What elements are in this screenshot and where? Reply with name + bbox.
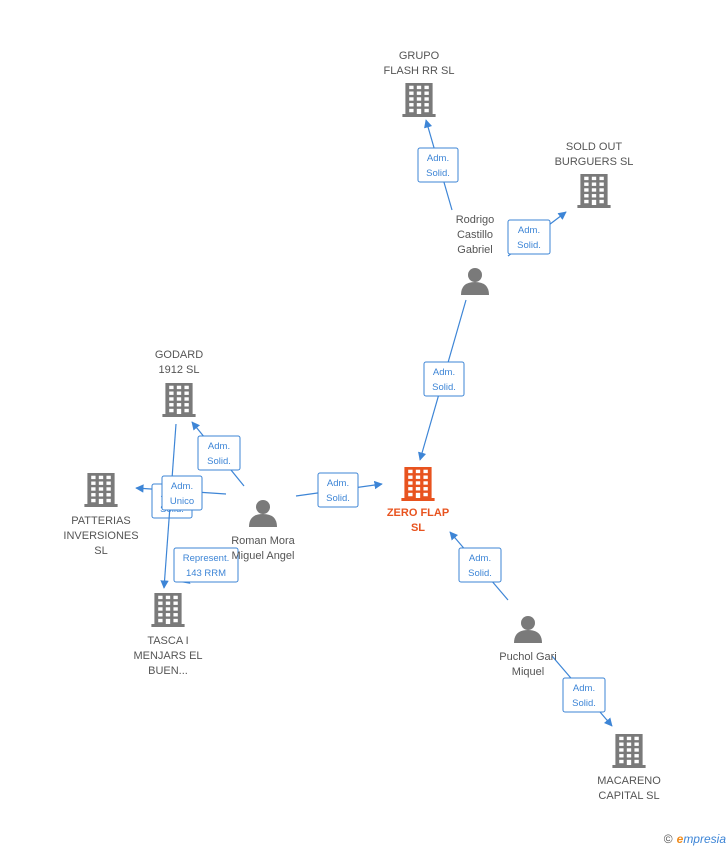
edge-rodrigo-grupo_flash: Adm. Solid. — [417, 119, 459, 211]
brand-logo-initial: e — [676, 832, 684, 846]
building-icon — [402, 83, 436, 117]
edge-roman-patterias: Adm. Unico — [160, 423, 203, 589]
edge-label-box[interactable] — [317, 472, 359, 508]
node-label-line: CAPITAL SL — [598, 790, 659, 802]
node-grupo-flash[interactable]: GRUPO FLASH RR SL — [384, 50, 455, 117]
node-label-line: Roman Mora — [231, 535, 295, 547]
edge-rodrigo-zero_flap: Adm. Solid. — [418, 299, 467, 461]
edge-puchol-zero_flap: Adm. Solid. — [449, 531, 509, 601]
person-icon — [249, 500, 277, 527]
node-label-line: SL — [411, 522, 425, 534]
building-icon — [151, 593, 185, 627]
node-label-line: PATTERIAS — [71, 515, 131, 527]
edge-roman-zero_flap: Adm. Solid. — [295, 472, 383, 508]
node-label-line: FLASH RR SL — [384, 65, 455, 77]
node-label-line: MENJARS EL — [133, 650, 202, 662]
edge-label-text: Adm. — [171, 481, 193, 492]
edge-label-text: Represent. — [183, 553, 229, 564]
node-label-line: BURGUERS SL — [555, 156, 634, 168]
edge-rodrigo-sold_out: Adm. Solid. — [507, 211, 567, 257]
edge-label-text: Adm. — [573, 683, 595, 694]
node-patterias[interactable]: PATTERIAS INVERSIONES SL — [63, 473, 139, 557]
edge-label-text: Adm. — [208, 441, 230, 452]
node-label-line: Puchol Gari — [499, 651, 556, 663]
edge-label-box[interactable] — [173, 547, 239, 583]
node-zero-flap[interactable]: ZERO FLAP SL — [387, 467, 449, 534]
building-icon — [612, 734, 646, 768]
node-label-line: GODARD — [155, 349, 203, 361]
edge-label-text: Adm. — [518, 225, 540, 236]
node-label-line: SOLD OUT — [566, 141, 623, 153]
edge-label-text: Solid. — [326, 493, 350, 504]
building-icon — [401, 467, 435, 501]
edge-label-box[interactable] — [417, 147, 459, 183]
node-macareno[interactable]: MACARENO CAPITAL SL — [597, 734, 661, 802]
edge-label-text: Solid. — [207, 456, 231, 467]
node-label-line: TASCA I — [147, 635, 188, 647]
building-icon — [84, 473, 118, 507]
edge-label-text: Adm. — [433, 367, 455, 378]
building-icon — [162, 383, 196, 417]
edge-label-box[interactable] — [423, 361, 465, 397]
node-sold-out[interactable]: SOLD OUT BURGUERS SL — [555, 141, 634, 208]
edge-label-text: Adm. — [427, 153, 449, 164]
edge-label-box[interactable] — [562, 677, 606, 713]
brand-logo-text: mpresia — [683, 832, 726, 846]
edge-label-text: Adm. — [469, 553, 491, 564]
node-label-line: INVERSIONES — [63, 530, 138, 542]
edge-roman-godard: Adm. Solid. — [191, 421, 245, 487]
edge-label-box[interactable] — [507, 219, 551, 255]
node-label-line: 1912 SL — [159, 364, 200, 376]
edge-label-text: Unico — [170, 496, 194, 507]
node-label-line: Rodrigo — [456, 214, 495, 226]
node-tasca[interactable]: TASCA I MENJARS EL BUEN... — [133, 593, 203, 677]
building-icon — [577, 174, 611, 208]
edge-label-text: Solid. — [432, 382, 456, 393]
node-label-line: ZERO FLAP — [387, 507, 449, 519]
edge-puchol-macareno: Adm. Solid. — [551, 655, 613, 727]
node-label-line: Miquel — [512, 666, 544, 678]
node-label-line: BUEN... — [148, 665, 188, 677]
edge-label-text: 143 RRM — [186, 568, 226, 579]
edge-label-box[interactable] — [458, 547, 502, 583]
node-label-line: Gabriel — [457, 244, 492, 256]
person-icon — [461, 268, 489, 295]
node-label-line: Castillo — [457, 229, 493, 241]
person-icon — [514, 616, 542, 643]
node-label-line: MACARENO — [597, 775, 661, 787]
node-label-line: GRUPO — [399, 50, 440, 62]
edge-label-text: Adm. — [327, 478, 349, 489]
edge-label-text: Solid. — [517, 240, 541, 251]
node-label-line: Miguel Angel — [232, 550, 295, 562]
edge-roman-tasca: Represent. 143 RRM — [173, 547, 239, 584]
edge-label-text: Solid. — [426, 168, 450, 179]
edge-label-text: Solid. — [468, 568, 492, 579]
edge-label-box[interactable] — [197, 435, 241, 471]
edge-label-box[interactable] — [161, 475, 203, 511]
edge-label-text: Solid. — [572, 698, 596, 709]
footer-brand: ©empresia — [664, 832, 726, 846]
node-godard[interactable]: GODARD 1912 SL — [155, 349, 203, 417]
copyright-symbol: © — [663, 832, 673, 846]
node-label-line: SL — [94, 545, 107, 557]
